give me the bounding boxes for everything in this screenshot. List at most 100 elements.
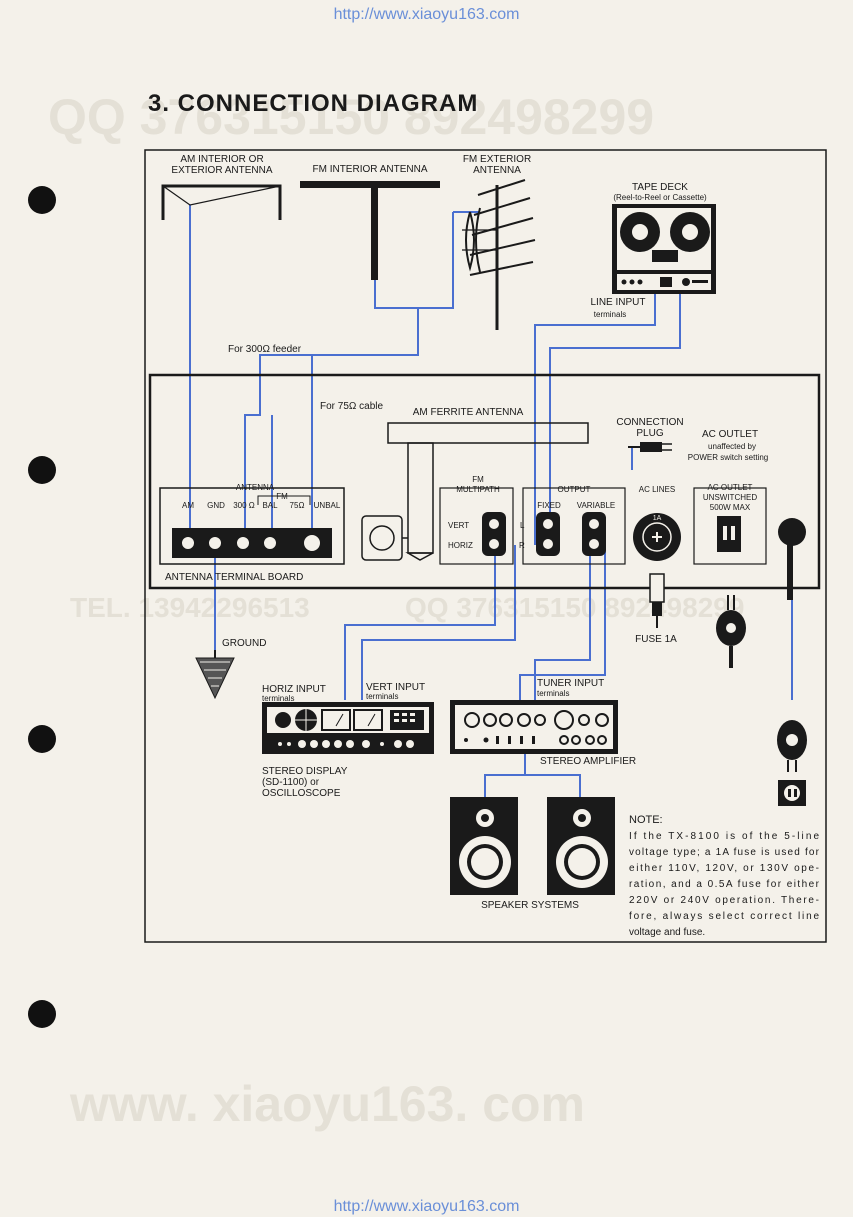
tape-deck [612, 204, 716, 294]
connection-plug [628, 442, 672, 452]
label-antenna-terminal-board: ANTENNA TERMINAL BOARD [165, 572, 303, 583]
fuse [649, 573, 665, 628]
am-antenna [161, 184, 282, 220]
stereo-display-unit [262, 702, 434, 754]
label-cable-75: For 75Ω cable [320, 401, 384, 412]
label-speaker-systems: SPEAKER SYSTEMS [481, 900, 579, 911]
label-connection-plug-2: PLUG [636, 428, 663, 439]
speaker-left [450, 797, 518, 895]
label-fm-multipath-1: FM [472, 475, 484, 484]
fm-exterior-antenna [462, 179, 536, 330]
label-l: L [520, 521, 525, 530]
label-stereo-display-3: OSCILLOSCOPE [262, 788, 341, 799]
label-ac-lines: AC LINES [639, 485, 675, 494]
power-plug [777, 720, 807, 772]
label-line-input: LINE INPUT [590, 297, 645, 308]
fixed-l-jack [541, 517, 555, 531]
vert-jack [487, 517, 501, 531]
label-term-300: 300 Ω [233, 501, 255, 510]
label-term-unbal: UNBAL [314, 501, 341, 510]
label-term-gnd: GND [207, 501, 225, 510]
label-am-antenna-2: EXTERIOR ANTENNA [171, 165, 272, 176]
note-line: ration, and a 0.5A fuse for either [629, 879, 820, 890]
ac-outlet-panel [693, 487, 767, 565]
label-ac-outlet-unsw-2: UNSWITCHED [703, 493, 757, 502]
label-tape-deck-sub: (Reel-to-Reel or Cassette) [613, 193, 707, 202]
label-stereo-display-1: STEREO DISPLAY [262, 766, 348, 777]
label-tuner-input: TUNER INPUT [537, 678, 604, 689]
ground-symbol [195, 650, 235, 700]
label-fm-exterior-2: ANTENNA [473, 165, 521, 176]
diagram-frame [144, 149, 827, 943]
label-stereo-display-2: (SD-1100) or [262, 777, 320, 788]
label-antenna-group: ANTENNA [236, 483, 275, 492]
label-am-ferrite: AM FERRITE ANTENNA [413, 407, 524, 418]
note-line: If the TX-8100 is of the 5-line [629, 831, 819, 842]
label-vert: VERT [448, 521, 469, 530]
variable-l-jack [587, 517, 601, 531]
label-stereo-amplifier: STEREO AMPLIFIER [540, 756, 636, 767]
binder-hole [28, 725, 56, 753]
label-term-am: AM [182, 501, 194, 510]
label-tuner-input-sub: terminals [537, 689, 569, 698]
fm-interior-antenna [300, 181, 440, 280]
label-connection-plug-1: CONNECTION [616, 417, 683, 428]
footer-url[interactable]: http://www.xiaoyu163.com [333, 1198, 520, 1215]
label-vert-input: VERT INPUT [366, 682, 425, 693]
label-tape-deck: TAPE DECK [632, 182, 688, 193]
label-fm-multipath-2: MULTIPATH [456, 485, 500, 494]
note-line: either 110V, 120V, or 130V ope- [629, 863, 819, 874]
note-heading: NOTE: [629, 814, 663, 826]
label-feeder-300: For 300Ω feeder [228, 344, 302, 355]
speaker-right [547, 797, 615, 895]
label-fm-interior: FM INTERIOR ANTENNA [312, 164, 427, 175]
stereo-amplifier-unit [450, 700, 618, 754]
wires [189, 205, 793, 800]
receiver-rear-panel [148, 373, 821, 590]
watermark-qq-mid: QQ 376315150 892498299 [405, 592, 745, 623]
label-ac-outlet-sub-1: unaffected by [708, 442, 756, 451]
note-line: 220V or 240V operation. There- [629, 895, 819, 906]
watermark-tel: TEL. 13942296513 [70, 592, 310, 623]
label-line-input-sub: terminals [594, 310, 626, 319]
label-vert-input-sub: terminals [366, 692, 398, 701]
watermark-site: www. xiaoyu163. com [70, 1076, 586, 1132]
variable-r-jack [587, 537, 601, 551]
label-horiz-input-sub: terminals [262, 694, 294, 703]
horiz-jack [487, 537, 501, 551]
antenna-terminal-board [159, 487, 345, 565]
label-ac-outlet-unsw-3: 500W MAX [710, 503, 751, 512]
label-horiz-input: HORIZ INPUT [262, 684, 326, 695]
label-fuse-value: 1A [653, 515, 662, 522]
label-ac-outlet: AC OUTLET [702, 429, 758, 440]
label-horiz: HORIZ [448, 541, 473, 550]
label-term-75: 75Ω [290, 501, 305, 510]
wall-outlet [778, 780, 806, 806]
fixed-r-jack [541, 537, 555, 551]
label-variable: VARIABLE [577, 501, 616, 510]
label-output: OUTPUT [558, 485, 591, 494]
binder-hole [28, 456, 56, 484]
am-ferrite-antenna [361, 422, 589, 561]
label-ground: GROUND [222, 638, 266, 649]
label-fixed: FIXED [537, 501, 561, 510]
binder-hole [28, 186, 56, 214]
watermark-qq-top: QQ 376315150 892498299 [48, 89, 655, 145]
accessory-plug [716, 595, 746, 668]
fm-multipath-panel [439, 487, 514, 565]
label-ac-outlet-sub-2: POWER switch setting [688, 453, 768, 462]
output-panel [522, 487, 626, 565]
label-ac-outlet-unsw-1: AC OUTLET [708, 483, 753, 492]
label-am-antenna-1: AM INTERIOR OR [180, 154, 263, 165]
note-line: fore, always select correct line [629, 911, 819, 922]
label-fm-exterior-1: FM EXTERIOR [463, 154, 531, 165]
antenna-terminals [180, 533, 322, 553]
binder-hole [28, 1000, 56, 1028]
note-line: voltage and fuse. [629, 927, 705, 938]
ac-outlet-socket [717, 516, 741, 552]
header-url[interactable]: http://www.xiaoyu163.com [333, 6, 520, 23]
page-title: 3. CONNECTION DIAGRAM [148, 90, 479, 117]
label-fuse: FUSE 1A [635, 634, 677, 645]
label-term-bal: BAL [262, 501, 278, 510]
